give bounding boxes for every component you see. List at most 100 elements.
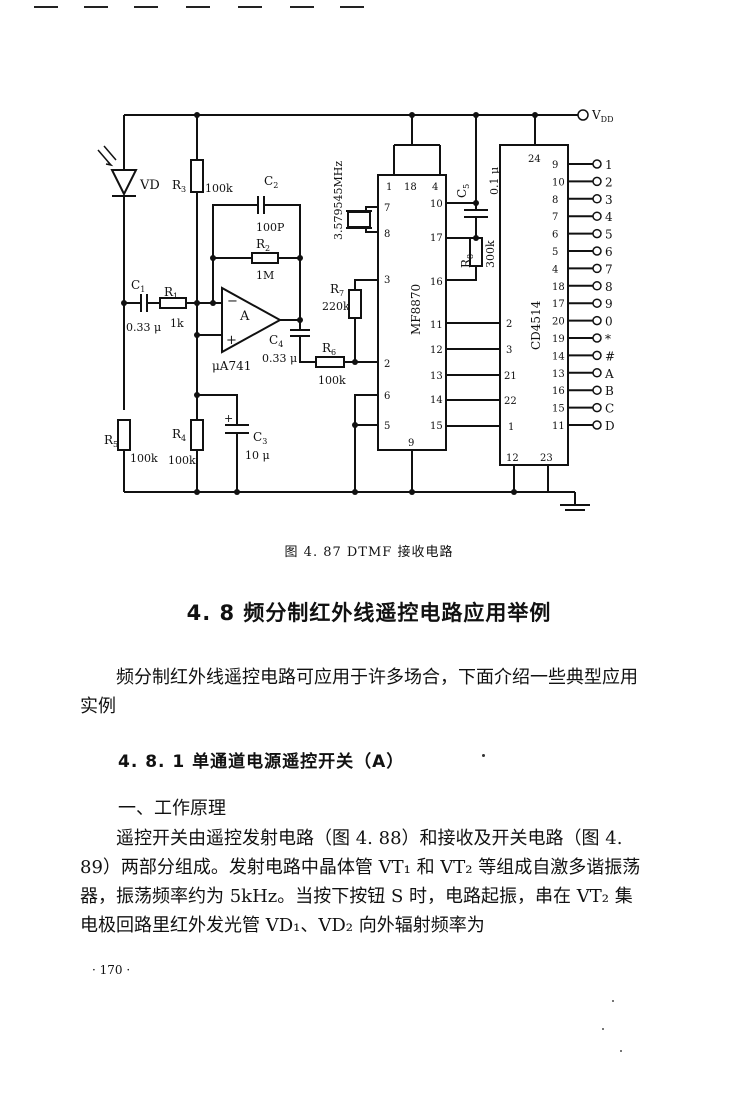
cd4514-output-pin: 17	[552, 299, 565, 310]
output-terminal	[592, 246, 602, 256]
svg-text:10 μ: 10 μ	[245, 449, 270, 462]
cd4514-output-pin: 5	[552, 247, 558, 258]
cd4514-output-pin: 16	[552, 386, 565, 397]
svg-text:C1: C1	[131, 278, 145, 294]
svg-text:4: 4	[432, 182, 438, 193]
output-key-label: 9	[605, 297, 613, 311]
resistor-r7	[348, 289, 362, 319]
svg-text:2: 2	[506, 319, 512, 330]
svg-text:+: +	[226, 333, 237, 348]
svg-text:VD: VD	[139, 178, 160, 193]
opamp-ua741	[221, 286, 283, 354]
resistor-r5	[117, 419, 131, 451]
body-paragraph: 遥控开关由遥控发射电路（图 4. 88）和接收及开关电路（图 4. 89）两部分…	[80, 828, 641, 936]
svg-text:16: 16	[430, 277, 443, 288]
output-key-label: 1	[605, 158, 613, 172]
svg-text:C4: C4	[269, 333, 283, 349]
cd4514-output-pin: 18	[552, 282, 565, 293]
output-key-label: C	[605, 402, 614, 416]
resistor-r3	[190, 159, 204, 193]
svg-text:R3: R3	[172, 178, 186, 194]
svg-text:100P: 100P	[256, 221, 285, 234]
output-key-label: 2	[605, 175, 613, 189]
svg-text:9: 9	[408, 438, 414, 449]
svg-text:100k: 100k	[205, 182, 233, 195]
svg-text:3.579545MHz: 3.579545MHz	[332, 161, 345, 240]
section-title: 4. 8 频分制红外线遥控电路应用举例	[186, 601, 552, 625]
output-key-label: 6	[605, 245, 613, 259]
output-key-label: 7	[605, 262, 613, 276]
output-terminal	[592, 402, 602, 413]
svg-text:0.33 μ: 0.33 μ	[126, 321, 161, 334]
output-key-label: 4	[605, 210, 613, 224]
svg-text:R8: R8	[459, 254, 475, 268]
output-terminal	[592, 420, 602, 430]
output-terminal	[592, 368, 602, 378]
output-key-label: #	[605, 349, 615, 363]
svg-text:13: 13	[430, 371, 443, 382]
output-terminal	[592, 194, 602, 204]
output-key-label: 5	[605, 228, 613, 242]
output-terminal	[592, 350, 602, 361]
cd4514-output-pin: 15	[552, 404, 565, 415]
svg-text:3: 3	[506, 345, 512, 356]
svg-text:−: −	[227, 294, 238, 309]
svg-text:220k: 220k	[322, 300, 350, 313]
vdd-terminal	[577, 109, 589, 121]
svg-text:5: 5	[384, 421, 390, 432]
cd4514-output-pin: 11	[552, 421, 565, 432]
scan-speck	[612, 1000, 614, 1002]
svg-text:18: 18	[404, 182, 417, 193]
output-terminal	[592, 228, 602, 239]
svg-text:8: 8	[384, 229, 390, 240]
svg-text:1: 1	[386, 182, 392, 193]
svg-text:21: 21	[504, 371, 517, 382]
svg-text:22: 22	[504, 396, 517, 407]
svg-text:R6: R6	[322, 341, 336, 357]
svg-text:1: 1	[508, 422, 514, 433]
output-key-label: *	[605, 332, 611, 346]
figure-caption: 图 4. 87 DTMF 接收电路	[284, 545, 454, 560]
page-number: · 170 ·	[92, 963, 131, 977]
svg-text:A: A	[239, 309, 250, 324]
stray-mark	[482, 754, 485, 757]
svg-text:11: 11	[430, 320, 443, 331]
crystal-oscillator	[347, 211, 371, 228]
svg-text:100k: 100k	[168, 454, 196, 467]
svg-text:R5: R5	[104, 433, 118, 449]
scan-speck	[602, 1028, 604, 1030]
output-terminal	[592, 263, 602, 274]
output-terminal	[592, 211, 602, 221]
svg-text:12: 12	[506, 453, 519, 464]
svg-text:R2: R2	[256, 237, 270, 253]
cd4514-output-pin: 9	[552, 160, 558, 171]
cd4514-output-pin: 10	[552, 177, 565, 188]
heading-working-principle: 一、工作原理	[118, 798, 226, 819]
output-terminal	[592, 315, 602, 326]
output-key-label: A	[604, 367, 614, 381]
cd4514-output-pin: 6	[552, 230, 558, 241]
cd4514-output-pin: 13	[552, 369, 565, 380]
output-terminal	[592, 333, 602, 343]
svg-text:14: 14	[430, 395, 443, 406]
resistor-r4	[190, 419, 204, 451]
svg-text:6: 6	[384, 391, 390, 402]
output-terminal	[592, 298, 602, 308]
cd4514-output-pin: 7	[552, 212, 558, 223]
output-terminal	[592, 159, 602, 169]
cd4514-output-pin: 14	[552, 351, 565, 362]
svg-text:R1: R1	[164, 285, 178, 301]
header-dash-rule	[34, 6, 374, 8]
svg-text:24: 24	[528, 154, 541, 165]
svg-text:12: 12	[430, 345, 443, 356]
intro-paragraph: 频分制红外线遥控电路可应用于许多场合，下面介绍一些典型应用实例	[80, 667, 638, 717]
svg-text:R4: R4	[172, 427, 186, 443]
svg-text:CD4514: CD4514	[529, 300, 543, 350]
svg-text:R7: R7	[330, 282, 344, 298]
svg-text:300k: 300k	[484, 240, 497, 268]
subsection-title: 4. 8. 1 单通道电源遥控开关（A）	[118, 752, 405, 772]
output-key-label: 8	[605, 280, 613, 294]
svg-text:2: 2	[384, 359, 390, 370]
svg-text:23: 23	[540, 453, 553, 464]
output-key-label: 3	[605, 193, 613, 207]
